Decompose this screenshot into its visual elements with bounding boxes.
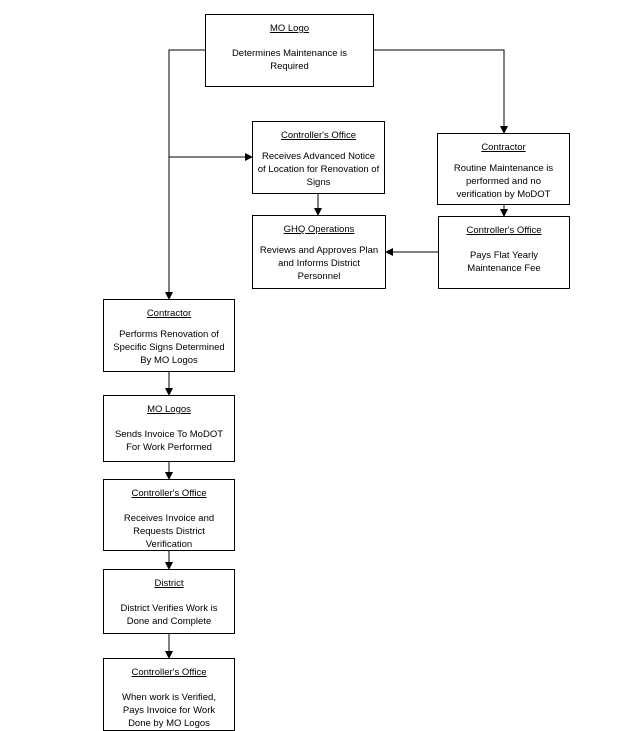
box-title: MO Logo <box>269 23 310 34</box>
box-body: District Verifies Work is Done and Compl… <box>120 603 218 627</box>
box-title: Controller's Office <box>131 667 207 678</box>
box-title: District <box>154 578 184 589</box>
box-body: Determines Maintenance is Required <box>231 48 348 72</box>
box-body: Receives Invoice and Requests District V… <box>123 513 215 550</box>
box-mo-logo: MO Logo Determines Maintenance is Requir… <box>205 14 374 87</box>
box-body: When work is Verified, Pays Invoice for … <box>122 692 216 729</box>
box-contractor-renovation: Contractor Performs Renovation of Specif… <box>103 299 235 372</box>
box-controllers-office-notice: Controller's Office Receives Advanced No… <box>252 121 385 194</box>
box-body: Performs Renovation of Specific Signs De… <box>113 329 225 366</box>
box-controllers-office-invoice: Controller's Office Receives Invoice and… <box>103 479 235 551</box>
box-contractor-routine: Contractor Routine Maintenance is perfor… <box>437 133 570 205</box>
box-body: Reviews and Approves Plan and Informs Di… <box>259 245 379 282</box>
box-title: GHQ Operations <box>283 224 355 235</box>
box-title: Controller's Office <box>466 225 542 236</box>
arrow-mologo-to-contractor-renovation <box>165 49 205 300</box>
box-title: Contractor <box>481 142 526 153</box>
box-title: Contractor <box>146 308 192 319</box>
box-title: Controller's Office <box>280 130 357 141</box>
box-body: Pays Flat Yearly Maintenance Fee <box>467 250 541 274</box>
box-district: District District Verifies Work is Done … <box>103 569 235 634</box>
box-body: Receives Advanced Notice of Location for… <box>257 151 380 188</box>
box-controllers-office-fee: Controller's Office Pays Flat Yearly Mai… <box>438 216 570 289</box>
box-title: MO Logos <box>147 404 191 415</box>
box-ghq-operations: GHQ Operations Reviews and Approves Plan… <box>252 215 386 289</box>
box-mo-logos-invoice: MO Logos Sends Invoice To MoDOT For Work… <box>103 395 235 462</box>
box-body: Routine Maintenance is performed and no … <box>453 163 554 200</box>
arrow-mologo-to-contractor-routine <box>374 49 508 134</box>
box-title: Controller's Office <box>131 488 207 499</box>
box-body: Sends Invoice To MoDOT For Work Performe… <box>114 429 224 453</box>
box-controllers-office-pay: Controller's Office When work is Verifie… <box>103 658 235 731</box>
